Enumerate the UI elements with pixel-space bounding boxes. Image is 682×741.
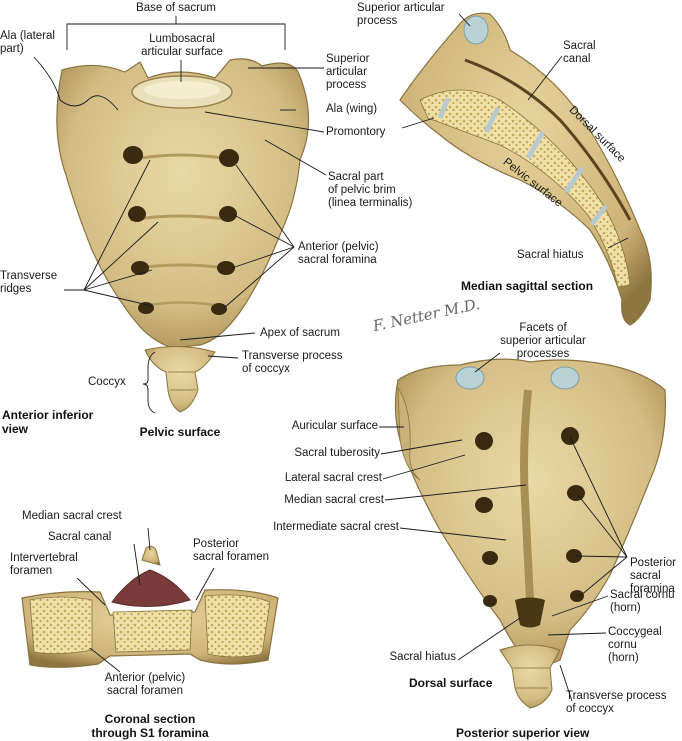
label-sacral-tuberosity: Sacral tuberosity	[294, 447, 380, 459]
coronal-section-drawing	[21, 545, 279, 668]
label-median-sacral-crest-coronal: Median sacral crest	[22, 510, 122, 522]
label-base-of-sacrum: Base of sacrum	[136, 2, 216, 14]
caption-coronal-section: Coronal section through S1 foramina	[91, 712, 209, 740]
label-facets-of-superior-articular-processes: Facets of superior articular processes	[500, 322, 586, 360]
label-intervertebral-foramen: Intervertebral foramen	[10, 552, 78, 577]
label-lumbosacral-articular-surface: Lumbosacral articular surface	[141, 33, 223, 58]
label-transverse-process-of-coccyx-posterior: Transverse process of coccyx	[566, 690, 667, 715]
label-coccyx: Coccyx	[88, 376, 126, 388]
label-auricular-surface: Auricular surface	[291, 420, 378, 432]
caption-posterior-superior-view: Posterior superior view	[456, 726, 590, 740]
label-transverse-process-of-coccyx-anterior: Transverse process of coccyx	[242, 350, 343, 375]
caption-median-sagittal-section: Median sagittal section	[461, 279, 594, 293]
label-sacral-cornu: Sacral cornu (horn)	[610, 589, 675, 614]
label-apex-of-sacrum: Apex of sacrum	[260, 327, 340, 339]
label-promontory: Promontory	[326, 126, 386, 138]
label-median-sacral-crest-posterior: Median sacral crest	[284, 494, 384, 506]
label-sacral-hiatus-sagittal: Sacral hiatus	[517, 249, 584, 261]
label-sacral-part-of-pelvic-brim: Sacral part of pelvic brim (linea termin…	[328, 171, 413, 209]
sagittal-leader-lines	[401, 13, 629, 249]
label-sacral-canal-sagittal: Sacral canal	[563, 40, 596, 65]
label-superior-articular-process-anterior: Superior articular process	[326, 53, 370, 91]
label-sacral-canal-coronal: Sacral canal	[48, 531, 112, 543]
posterior-leader-lines	[379, 352, 628, 702]
anterior-sacrum-drawing	[56, 58, 310, 413]
label-posterior-sacral-foramina: Posterior sacral foramina	[630, 557, 677, 595]
anterior-leader-lines	[33, 16, 327, 414]
caption-anterior-inferior-view: Anterior inferior view	[2, 408, 94, 436]
label-coccygeal-cornu: Coccygeal cornu (horn)	[608, 626, 662, 664]
label-intermediate-sacral-crest: Intermediate sacral crest	[273, 521, 399, 533]
label-lateral-sacral-crest: Lateral sacral crest	[284, 472, 382, 484]
label-posterior-sacral-foramen: Posterior sacral foramen	[193, 538, 270, 563]
label-sacral-hiatus-posterior: Sacral hiatus	[389, 651, 456, 663]
label-ala-lateral-part: Ala (lateral part)	[0, 30, 55, 55]
label-ala-wing: Ala (wing)	[326, 103, 378, 115]
sagittal-section-drawing	[399, 12, 652, 326]
caption-pelvic-surface: Pelvic surface	[139, 425, 221, 439]
label-transverse-ridges: Transverse ridges	[0, 270, 58, 295]
coronal-leader-lines	[76, 527, 215, 673]
posterior-sacrum-drawing	[394, 358, 666, 709]
label-anterior-pelvic-sacral-foramina: Anterior (pelvic) sacral foramina	[298, 241, 379, 266]
label-anterior-pelvic-sacral-foramen: Anterior (pelvic) sacral foramen	[104, 672, 186, 697]
label-superior-articular-process-sagittal: Superior articular process	[357, 2, 445, 27]
caption-dorsal-surface: Dorsal surface	[409, 676, 493, 690]
